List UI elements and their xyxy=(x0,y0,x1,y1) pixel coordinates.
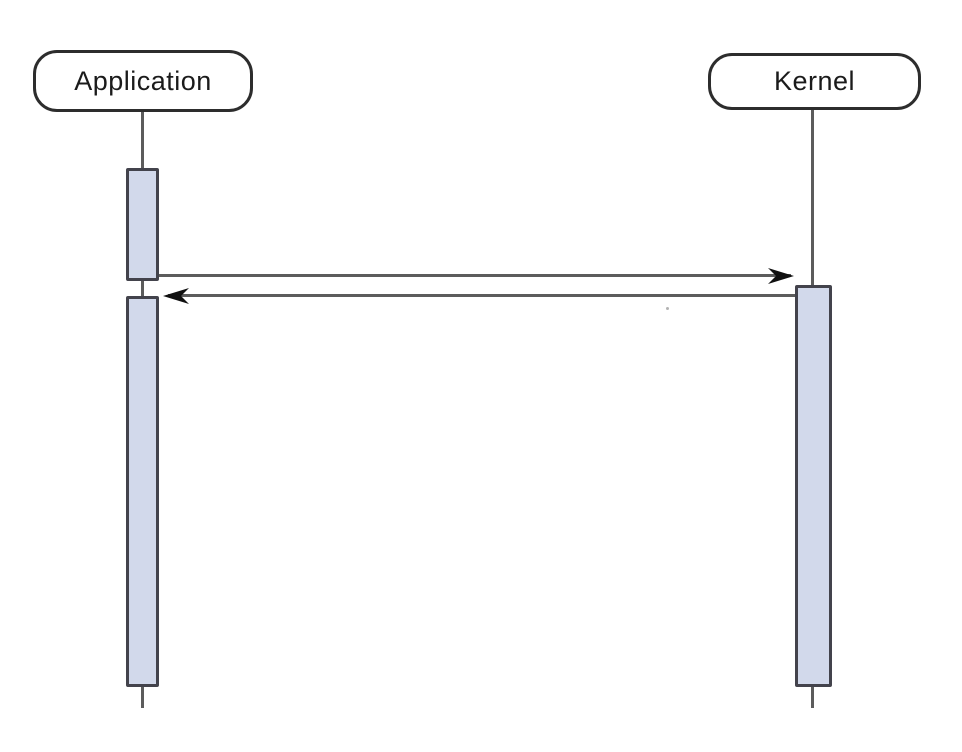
message-line-kernel-to-app xyxy=(168,294,795,297)
stray-dot xyxy=(666,307,669,310)
message-line-app-to-kernel xyxy=(159,274,791,277)
actor-kernel: Kernel xyxy=(708,53,921,110)
actor-application: Application xyxy=(33,50,253,112)
activation-bar-kernel xyxy=(795,285,832,687)
activation-bar-application-2 xyxy=(126,296,159,687)
arrowhead-left-icon xyxy=(163,288,189,304)
actor-application-label: Application xyxy=(74,65,212,96)
arrowhead-right-icon xyxy=(768,268,794,284)
activation-bar-application-1 xyxy=(126,168,159,281)
actor-kernel-label: Kernel xyxy=(773,66,856,96)
